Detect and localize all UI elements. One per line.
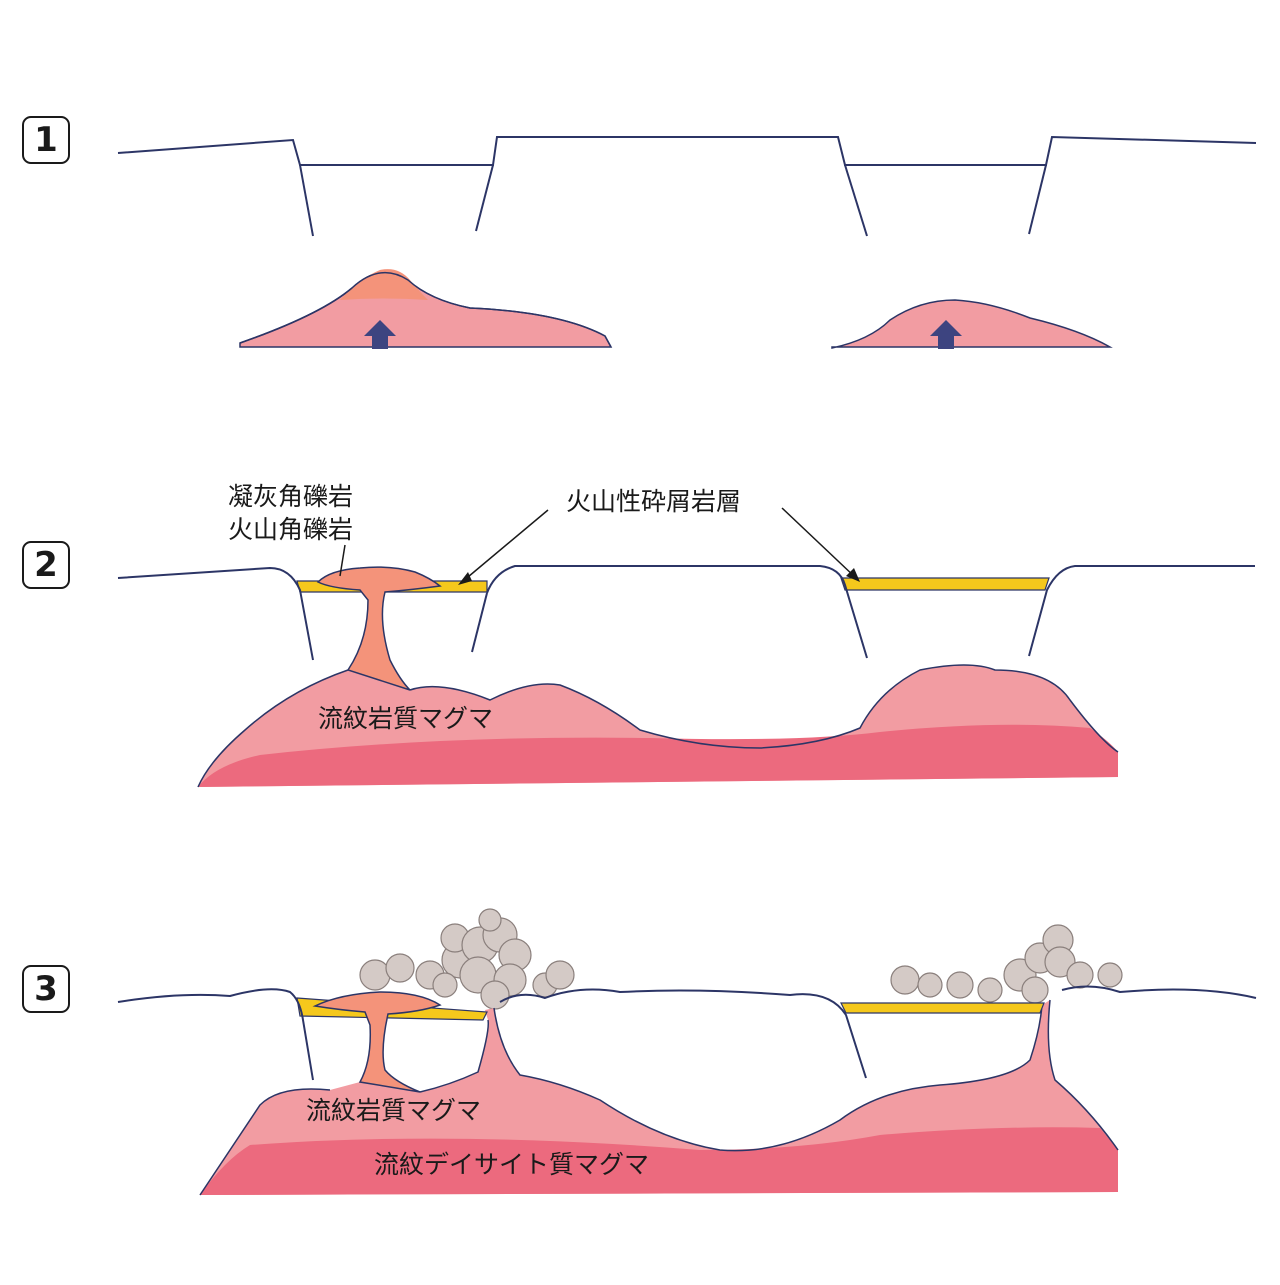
stage-1-fault (1028, 164, 1047, 235)
stage-3-old-vent-conduit (312, 991, 442, 1093)
arrowhead-icon (846, 568, 860, 582)
ash-cloud-left (359, 908, 575, 1010)
stage-3-rhyodacitic-deep-zone (200, 1127, 1118, 1195)
stage-1-section (117, 135, 1257, 349)
stage-2-vent-conduit (316, 566, 442, 691)
stage-2-magma-deep-zone (198, 724, 1118, 787)
stage-2-volcaniclastic-layer-right (840, 577, 1050, 591)
label-rhyodacitic-magma: 流紋デイサイト質マグマ (374, 1150, 650, 1179)
stage-2-magma-outline (197, 664, 1119, 788)
stage-2-ground-surface (117, 565, 1255, 661)
stage-1-magma-cap (340, 269, 428, 300)
leader-line (461, 509, 549, 583)
stage-2-fault (471, 592, 488, 653)
arrowhead-icon (458, 572, 472, 585)
stage-1-magma-body-left (239, 271, 613, 348)
up-arrow-icon (930, 320, 962, 349)
stage-3-magma-outline (199, 999, 1119, 1196)
stage-1-ground-surface (117, 135, 1257, 166)
ash-cloud-right (890, 924, 1123, 1004)
stage-number-3: 3 (22, 965, 70, 1013)
stage-number-2: 2 (22, 541, 70, 589)
leader-line (339, 544, 346, 577)
stage-2-section (117, 507, 1255, 788)
stage-3-ground-surface (117, 985, 1257, 1081)
stage-3-section (117, 908, 1257, 1196)
stage-3-volcaniclastic-layer-right (840, 1002, 1045, 1014)
stage-number-1: 1 (22, 116, 70, 164)
stage-1-magma-body-left (239, 271, 612, 348)
stage-1-fault (844, 164, 868, 237)
leader-line (781, 507, 857, 579)
stage-1-fault (475, 164, 494, 232)
label-rhyolitic-magma-stage-3: 流紋岩質マグマ (306, 1096, 482, 1125)
label-tuff-breccia: 凝灰角礫岩 (228, 482, 354, 511)
up-arrow-icon (364, 320, 396, 349)
stage-1-fault (299, 164, 314, 237)
stage-1-magma-body-right (831, 299, 1113, 349)
label-rhyolitic-magma-stage-2: 流紋岩質マグマ (318, 704, 494, 733)
label-volcanic-breccia: 火山角礫岩 (228, 515, 354, 544)
label-volcaniclastic-layer: 火山性砕屑岩層 (566, 487, 742, 516)
